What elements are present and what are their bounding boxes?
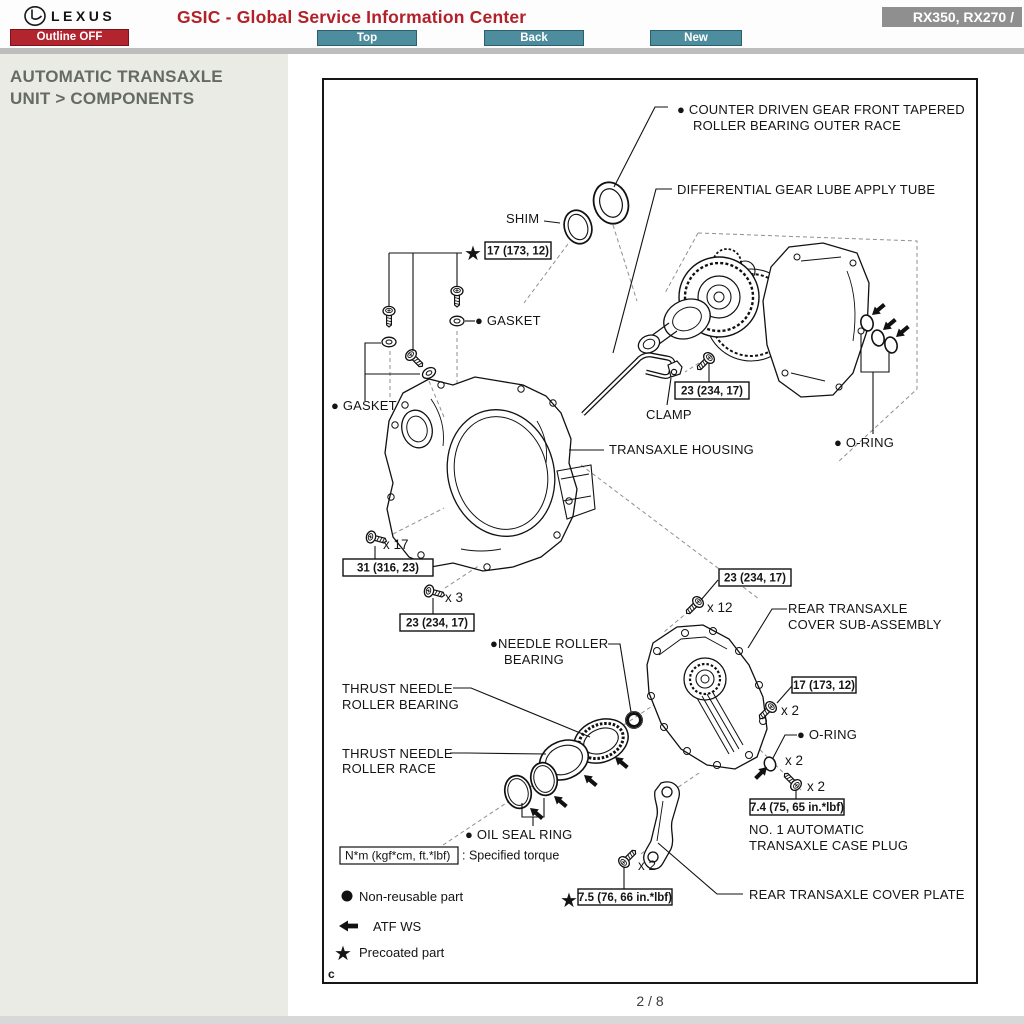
- count-label: x 3: [445, 590, 463, 605]
- plug-o-ring: [763, 756, 777, 772]
- gasket-washer-icon: [449, 315, 465, 327]
- label-needle-1: ●NEEDLE ROLLER: [490, 636, 608, 651]
- app-header: LEXUS GSIC - Global Service Information …: [0, 0, 1024, 48]
- sidebar: AUTOMATIC TRANSAXLE UNIT > COMPONENTS: [0, 54, 288, 1016]
- bolt-icon: [422, 583, 447, 602]
- label-gasket-b: ● GASKET: [331, 398, 397, 413]
- atf-arrow-icon: [339, 920, 358, 932]
- torque-value: 17 (173, 12): [487, 246, 549, 258]
- label-thrust-race-2: ROLLER RACE: [342, 761, 436, 776]
- count-label: x 2: [781, 703, 799, 718]
- lexus-wordmark: LEXUS: [51, 8, 115, 24]
- label-needle-2: BEARING: [504, 652, 564, 667]
- rear-cover-drawing: [646, 624, 768, 770]
- atf-arrow-icon: [550, 792, 570, 810]
- label-o-ring-b: ● O-RING: [797, 727, 857, 742]
- bolt-icon: [382, 305, 396, 328]
- bolt-icon: [402, 346, 428, 372]
- legend-torque-desc: : Specified torque: [462, 849, 559, 863]
- page-title: GSIC - Global Service Information Center: [177, 7, 527, 27]
- legend-precoated: Precoated part: [359, 945, 445, 960]
- bolt-icon: [615, 845, 641, 871]
- label-cover-plate: REAR TRANSAXLE COVER PLATE: [749, 887, 965, 902]
- atf-arrow-icon: [580, 771, 600, 789]
- count-label: x 2: [638, 858, 656, 873]
- label-rear-cover-2: COVER SUB-ASSEMBLY: [788, 617, 942, 632]
- legend-non-reusable: Non-reusable part: [359, 889, 463, 904]
- back-button[interactable]: Back: [484, 30, 584, 46]
- shim-ring: [563, 209, 593, 245]
- label-case-plug-1: NO. 1 AUTOMATIC: [749, 822, 864, 837]
- label-thrust-bearing-2: ROLLER BEARING: [342, 697, 459, 712]
- torque-value: 31 (316, 23): [357, 563, 419, 575]
- label-o-ring-a: ● O-RING: [834, 435, 894, 450]
- atf-arrow-icon: [526, 804, 546, 822]
- model-badge: RX350, RX270 /: [882, 7, 1022, 27]
- label-gasket-a: ● GASKET: [475, 313, 541, 328]
- torque-boxes: ★ 17 (173, 12) 23 (234, 17) 31 (316, 23)…: [342, 241, 857, 912]
- label-shim: SHIM: [506, 211, 539, 226]
- label-thrust-bearing-1: THRUST NEEDLE: [342, 681, 453, 696]
- label-case-plug-2: TRANSAXLE CASE PLUG: [749, 838, 908, 853]
- cover-plate-drawing: [643, 781, 680, 870]
- diagram-frame: ★ 17 (173, 12) 23 (234, 17) 31 (316, 23)…: [322, 78, 978, 984]
- counter-race-ring: [592, 181, 630, 225]
- label-counter-race-1: ● COUNTER DRIVEN GEAR FRONT TAPERED: [677, 102, 965, 117]
- section-heading: AUTOMATIC TRANSAXLE UNIT > COMPONENTS: [0, 54, 288, 110]
- precoated-star-icon: ★: [560, 890, 578, 912]
- gasket-washer-icon: [419, 364, 439, 382]
- new-button[interactable]: New: [650, 30, 742, 46]
- count-label: x 2: [807, 779, 825, 794]
- legend-torque-units: N*m (kgf*cm, ft.*lbf): [345, 849, 450, 863]
- legend: N*m (kgf*cm, ft.*lbf) : Specified torque…: [328, 846, 559, 981]
- leader-lines: [364, 106, 890, 895]
- legend-atf: ATF WS: [373, 919, 421, 934]
- section-heading-line1: AUTOMATIC TRANSAXLE: [10, 67, 223, 86]
- quantity-counts: x 17 x 3 x 12 x 2 x 2 x 2 x 2: [383, 537, 825, 873]
- outline-toggle-button[interactable]: Outline OFF: [10, 29, 129, 46]
- atf-arrow-icon: [868, 301, 888, 319]
- oil-seal-rings: [503, 761, 559, 810]
- rings-and-bearings: [503, 181, 898, 810]
- count-label: x 12: [707, 600, 733, 615]
- needle-roller-bearing-ring: [625, 711, 643, 729]
- clamp-drawing: [667, 360, 683, 378]
- top-button[interactable]: Top: [317, 30, 417, 46]
- label-oil-seal: ● OIL SEAL RING: [465, 827, 572, 842]
- count-label: x 17: [383, 537, 409, 552]
- lube-tube-drawing: [581, 352, 676, 416]
- atf-arrow-icon: [892, 323, 912, 341]
- header-separator: [0, 48, 1024, 54]
- torque-value: 23 (234, 17): [724, 573, 786, 585]
- torque-value: 17 (173, 12): [793, 680, 855, 692]
- torque-value: 23 (234, 17): [406, 618, 468, 630]
- bottom-bar: [0, 1016, 1024, 1024]
- figure-corner-mark: c: [328, 967, 335, 981]
- bolt-icon: [450, 285, 464, 308]
- torque-value: 7.4 (75, 65 in.*lbf): [750, 802, 844, 814]
- label-rear-cover-1: REAR TRANSAXLE: [788, 601, 908, 616]
- bolt-icon: [692, 349, 718, 375]
- label-thrust-race-1: THRUST NEEDLE: [342, 746, 453, 761]
- torque-value: 7.5 (76, 66 in.*lbf): [578, 892, 672, 904]
- non-reusable-bullet-icon: [341, 890, 353, 902]
- differential-assembly-drawing: [637, 242, 870, 398]
- count-label: x 2: [785, 753, 803, 768]
- torque-value: 23 (234, 17): [681, 386, 743, 398]
- transaxle-housing-drawing: [384, 376, 596, 572]
- page-indicator: 2 / 8: [636, 993, 664, 1009]
- label-counter-race-2: ROLLER BEARING OUTER RACE: [693, 118, 901, 133]
- precoated-star-icon: ★: [464, 243, 482, 265]
- gasket-washer-icon: [381, 336, 397, 348]
- label-clamp: CLAMP: [646, 407, 692, 422]
- o-ring-trio: [860, 314, 898, 354]
- atf-arrow-icon: [879, 316, 899, 334]
- precoated-star-icon: ★: [334, 943, 352, 965]
- part-labels: ● COUNTER DRIVEN GEAR FRONT TAPERED ROLL…: [331, 102, 965, 902]
- exploded-diagram: ★ 17 (173, 12) 23 (234, 17) 31 (316, 23)…: [328, 102, 965, 981]
- label-diff-tube: DIFFERENTIAL GEAR LUBE APPLY TUBE: [677, 182, 935, 197]
- lexus-logo-icon: LEXUS: [24, 6, 115, 26]
- section-heading-line2: UNIT > COMPONENTS: [10, 89, 195, 108]
- label-transaxle-housing: TRANSAXLE HOUSING: [609, 442, 754, 457]
